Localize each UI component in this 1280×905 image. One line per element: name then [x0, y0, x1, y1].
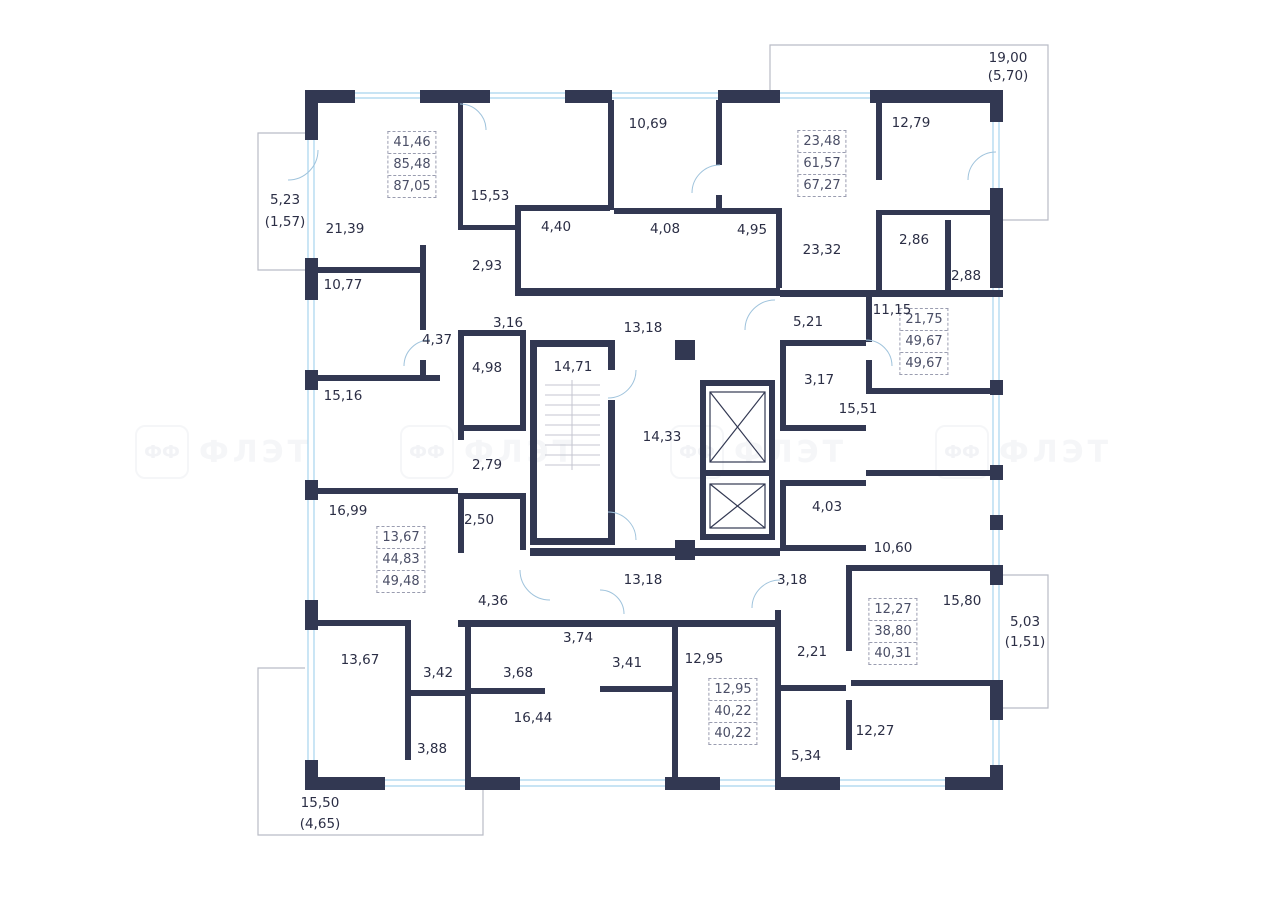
room-area: 14,33 — [642, 429, 682, 445]
balcony-area: 5,03 — [1009, 614, 1041, 630]
room-area: 3,17 — [803, 372, 835, 388]
total-area: 44,83 — [377, 549, 425, 571]
room-area: 4,03 — [811, 499, 843, 515]
living-area: 41,46 — [388, 132, 436, 154]
watermark-text: ФЛЭТ — [464, 434, 578, 470]
living-area: 21,75 — [900, 309, 948, 331]
balcony-reduced-area: (1,57) — [264, 214, 306, 230]
room-area: 10,69 — [628, 116, 668, 132]
room-area: 3,68 — [502, 665, 534, 681]
total-area-with-balcony: 87,05 — [393, 179, 431, 194]
balcony-area: 19,00 — [988, 50, 1028, 66]
room-area: 3,88 — [416, 741, 448, 757]
room-area: 5,34 — [790, 748, 822, 764]
watermark-text: ФЛЭТ — [199, 434, 313, 470]
room-area: 12,79 — [891, 115, 931, 131]
room-area: 4,98 — [471, 360, 503, 376]
room-area: 3,18 — [776, 572, 808, 588]
total-area: 85,48 — [388, 154, 436, 176]
room-area: 3,74 — [562, 630, 594, 646]
room-area: 13,18 — [623, 320, 663, 336]
room-area: 21,39 — [325, 221, 365, 237]
room-area: 2,86 — [898, 232, 930, 248]
total-area: 38,80 — [869, 621, 917, 643]
total-area-with-balcony: 40,22 — [714, 726, 752, 741]
room-area: 4,37 — [421, 332, 453, 348]
room-area: 2,93 — [471, 258, 503, 274]
balcony-area: 5,23 — [269, 192, 301, 208]
total-area-with-balcony: 49,67 — [905, 356, 943, 371]
room-area: 4,40 — [540, 219, 572, 235]
balcony-reduced-area: (4,65) — [299, 816, 341, 832]
watermark-text: ФЛЭТ — [734, 434, 848, 470]
room-area: 23,32 — [802, 242, 842, 258]
living-area: 12,95 — [709, 679, 757, 701]
balcony-reduced-area: (1,51) — [1004, 634, 1046, 650]
room-area: 12,95 — [684, 651, 724, 667]
watermark-logo: ФФ ФЛЭТ — [135, 425, 312, 479]
watermark-mark: ФФ — [135, 425, 189, 479]
watermark-logo: ФФ ФЛЭТ — [400, 425, 577, 479]
total-area: 49,67 — [900, 331, 948, 353]
living-area: 13,67 — [377, 527, 425, 549]
room-area: 2,88 — [950, 268, 982, 284]
watermark-logo: ФФ ФЛЭТ — [935, 425, 1112, 479]
living-area: 23,48 — [798, 131, 846, 153]
total-area: 40,22 — [709, 701, 757, 723]
room-area: 10,60 — [873, 540, 913, 556]
total-area-with-balcony: 40,31 — [874, 646, 912, 661]
room-area: 11,15 — [872, 302, 912, 318]
room-area: 10,77 — [323, 277, 363, 293]
room-area: 15,16 — [323, 388, 363, 404]
living-area: 12,27 — [869, 599, 917, 621]
total-area: 61,57 — [798, 153, 846, 175]
room-area: 3,16 — [492, 315, 524, 331]
room-area: 3,42 — [422, 665, 454, 681]
watermark-mark: ФФ — [935, 425, 989, 479]
elevator-shafts — [709, 391, 766, 529]
room-area: 14,71 — [553, 359, 593, 375]
room-area: 4,36 — [477, 593, 509, 609]
room-area: 15,53 — [470, 188, 510, 204]
balcony-area: 15,50 — [300, 795, 340, 811]
room-area: 16,44 — [513, 710, 553, 726]
room-area: 3,41 — [611, 655, 643, 671]
door-swings — [287, 103, 997, 615]
room-area: 12,27 — [855, 723, 895, 739]
room-area: 2,21 — [796, 644, 828, 660]
room-area: 16,99 — [328, 503, 368, 519]
room-area: 2,50 — [463, 512, 495, 528]
room-area: 15,51 — [838, 401, 878, 417]
room-area: 13,67 — [340, 652, 380, 668]
room-area: 5,21 — [792, 314, 824, 330]
total-area-with-balcony: 49,48 — [382, 574, 420, 589]
balcony-outlines — [257, 44, 1049, 836]
stairs — [545, 380, 600, 470]
watermark-mark: ФФ — [400, 425, 454, 479]
room-area: 2,79 — [471, 457, 503, 473]
watermark-text: ФЛЭТ — [999, 434, 1113, 470]
walls — [305, 90, 1003, 790]
room-area: 4,95 — [736, 222, 768, 238]
balcony-reduced-area: (5,70) — [987, 68, 1029, 84]
room-area: 13,18 — [623, 572, 663, 588]
room-area: 15,80 — [942, 593, 982, 609]
room-area: 4,08 — [649, 221, 681, 237]
total-area-with-balcony: 67,27 — [803, 178, 841, 193]
